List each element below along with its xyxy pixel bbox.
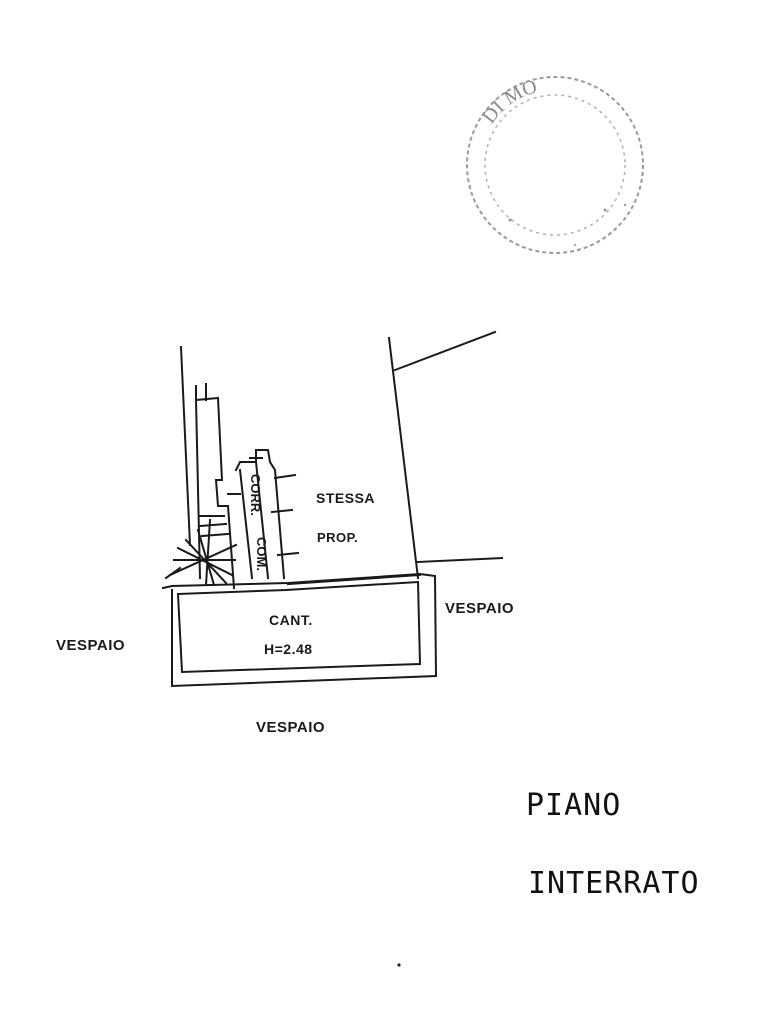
title-piano: PIANO [526,788,622,823]
stray-mark [397,963,401,967]
label-prop: PROP. [317,530,359,545]
label-com: COM. [254,537,269,571]
label-stessa: STESSA [316,490,376,506]
label-height: H=2.48 [264,641,313,657]
title-interrato: INTERRATO [528,866,700,901]
label-vespaio-left: VESPAIO [56,637,126,654]
label-cant: CANT. [269,612,313,628]
label-corr: CORR. [248,474,263,516]
label-vespaio-bottom: VESPAIO [256,719,326,736]
label-vespaio-right: VESPAIO [445,600,515,617]
notary-stamp: DI MO [466,75,644,254]
